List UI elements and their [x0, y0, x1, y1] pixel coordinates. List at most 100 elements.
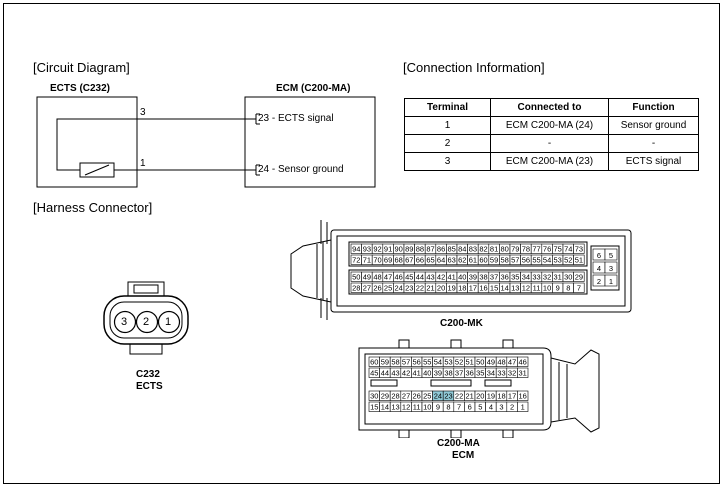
- c232-body-inner: [109, 301, 183, 339]
- pin-number: 29: [575, 272, 583, 281]
- c200mk-upper-block: [348, 241, 588, 267]
- function-cell: Sensor ground: [608, 116, 699, 135]
- pin-number: 40: [458, 272, 466, 281]
- pin-number: 79: [511, 244, 519, 253]
- pin-number: 27: [363, 283, 371, 292]
- pin-number: 50: [476, 357, 484, 366]
- pin-number: 53: [444, 357, 452, 366]
- c232-bottom-key: [129, 343, 163, 355]
- pin-number: 12: [402, 402, 410, 411]
- pin-number: 21: [426, 283, 434, 292]
- pin-number: 34: [522, 272, 530, 281]
- ecm-pin-24-label: 24 - Sensor ground: [258, 164, 344, 175]
- ecm-pin-24-bracket: [255, 164, 260, 176]
- pin-number: 47: [508, 357, 516, 366]
- pin-number: 67: [405, 255, 413, 264]
- pin-number: 55: [532, 255, 540, 264]
- pin-number: 31: [554, 272, 562, 281]
- pin-number: 19: [448, 283, 456, 292]
- pin-number: 4: [489, 402, 493, 411]
- pin-number: 90: [395, 244, 403, 253]
- pin-number: 64: [437, 255, 445, 264]
- pin-number: 85: [448, 244, 456, 253]
- pin-number: 49: [487, 357, 495, 366]
- pin-number: 39: [434, 368, 442, 377]
- pin-number: 40: [423, 368, 431, 377]
- pin-number: 7: [577, 283, 581, 292]
- pin-number: 41: [413, 368, 421, 377]
- pin-number: 9: [556, 283, 560, 292]
- connection-info-heading: [Connection Information]: [403, 60, 545, 75]
- pin-number: 52: [455, 357, 463, 366]
- pin-number: 25: [384, 283, 392, 292]
- pin-number: 44: [381, 368, 389, 377]
- pin-number: 10: [543, 283, 551, 292]
- pin-number: 34: [487, 368, 495, 377]
- table-row: 2 - -: [404, 134, 699, 153]
- c200ma-lever: [550, 349, 600, 433]
- c200ma-tab: [502, 339, 514, 349]
- pin-number: 69: [384, 255, 392, 264]
- pin-number: 59: [381, 357, 389, 366]
- c200mk-lever: [290, 239, 332, 303]
- pin-number: 7: [457, 402, 461, 411]
- pin-number: 47: [384, 272, 392, 281]
- pin-number: 19: [487, 391, 495, 400]
- pin-number: 28: [391, 391, 399, 400]
- pin-number: 30: [564, 272, 572, 281]
- pin-number: 15: [490, 283, 498, 292]
- circuit-diagram-heading: [Circuit Diagram]: [33, 60, 130, 75]
- pin-cell: [604, 248, 618, 261]
- pin-number: 32: [508, 368, 516, 377]
- ecm-box: [244, 96, 376, 188]
- pin-cell: [573, 282, 585, 293]
- pin-number: 8: [446, 402, 450, 411]
- pin-number: 82: [479, 244, 487, 253]
- connected-to-cell: ECM C200-MA (24): [490, 116, 609, 135]
- pin-number: 6: [597, 251, 601, 260]
- pin-number: 31: [519, 368, 527, 377]
- pin-number: 27: [402, 391, 410, 400]
- pin-number: 11: [413, 402, 421, 411]
- pin-number: 62: [458, 255, 466, 264]
- pin-number: 45: [370, 368, 378, 377]
- pin-number: 6: [468, 402, 472, 411]
- pin-number: 36: [466, 368, 474, 377]
- connected-to-cell: ECM C200-MA (23): [490, 152, 609, 171]
- ecm-pin-23-label: 23 - ECTS signal: [258, 113, 334, 124]
- pin-number: 38: [479, 272, 487, 281]
- pin-number: 58: [391, 357, 399, 366]
- pin-number: 38: [444, 368, 452, 377]
- pin-number: 84: [458, 244, 466, 253]
- pin-number: 53: [554, 255, 562, 264]
- c232-pin-3: [113, 310, 137, 334]
- pin-number: 54: [543, 255, 551, 264]
- pin-number: 61: [469, 255, 477, 264]
- c232-connector: [103, 281, 189, 355]
- table-row: 3 ECM C200-MA (23) ECTS signal: [404, 152, 699, 171]
- pin-number: 51: [466, 357, 474, 366]
- table-header-row: Terminal Connected to Function: [404, 98, 699, 117]
- c200ma-key: [484, 379, 512, 387]
- pin-number: 60: [370, 357, 378, 366]
- c200ma-tab: [398, 429, 410, 438]
- pin-number: 66: [416, 255, 424, 264]
- pin-number: 48: [373, 272, 381, 281]
- pin-number: 35: [511, 272, 519, 281]
- pin-number: 39: [469, 272, 477, 281]
- pin-number: 83: [469, 244, 477, 253]
- pin-number: 1: [521, 402, 525, 411]
- pin-number: 50: [352, 272, 360, 281]
- function-cell: ECTS signal: [608, 152, 699, 171]
- pin-number: 26: [373, 283, 381, 292]
- pin-number: 44: [416, 272, 424, 281]
- pin-number: 33: [497, 368, 505, 377]
- pin-number: 81: [490, 244, 498, 253]
- pin-number: 43: [391, 368, 399, 377]
- pin-number: 20: [476, 391, 484, 400]
- pin-number: 72: [352, 255, 360, 264]
- pin-number: 86: [437, 244, 445, 253]
- pin-cell: [573, 243, 585, 254]
- pin-number: 65: [426, 255, 434, 264]
